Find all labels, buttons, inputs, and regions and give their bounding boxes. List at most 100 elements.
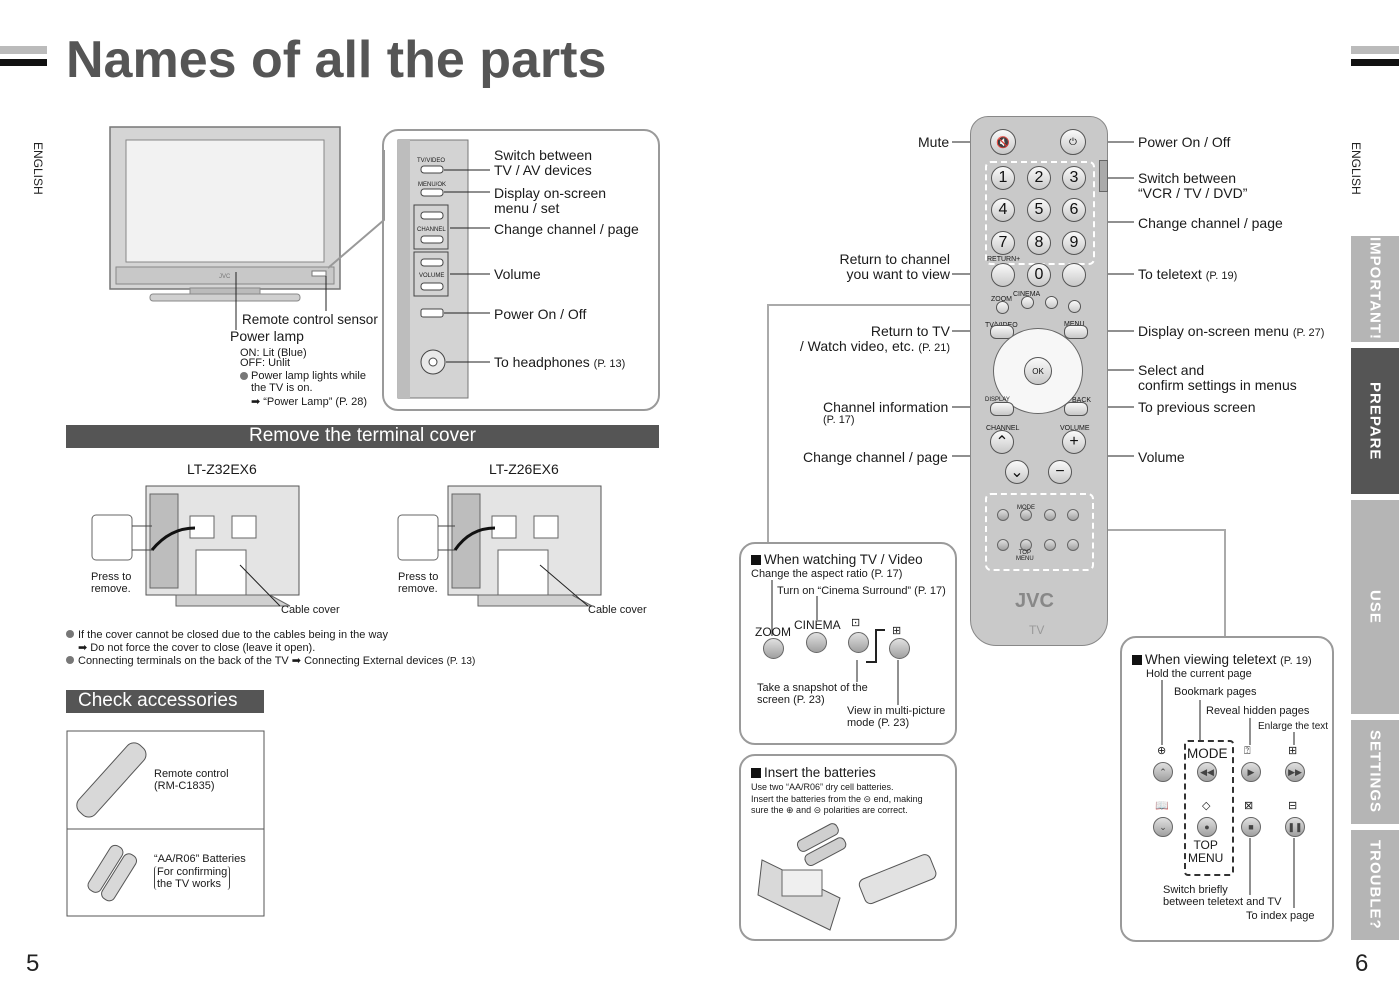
- teletext-cancel-button[interactable]: ■: [1241, 817, 1261, 837]
- pause-button[interactable]: [1067, 539, 1079, 551]
- page-title: Names of all the parts: [66, 31, 607, 89]
- label-teletext: To teletext (P. 19): [1138, 267, 1237, 284]
- watching-snapshot-button[interactable]: [848, 632, 869, 653]
- teletext-enlarge: Enlarge the text: [1258, 721, 1329, 732]
- bullet-icon: [66, 656, 74, 664]
- volume-key-label: VOLUME: [1060, 425, 1090, 432]
- red-button[interactable]: [997, 509, 1009, 521]
- accessories-heading-text: Check accessories: [78, 690, 238, 711]
- model-a-label: LT-Z32EX6: [187, 461, 257, 477]
- number-1-button[interactable]: 1: [991, 166, 1015, 190]
- menu-key-label: MENU: [1064, 317, 1085, 332]
- remote-side-switch[interactable]: [1099, 160, 1108, 192]
- page-number-left: 5: [26, 950, 40, 977]
- teletext-mode-label: MODE: [1187, 746, 1228, 761]
- number-0-button[interactable]: 0: [1027, 263, 1051, 287]
- headphones-ref: (P. 13): [593, 358, 626, 370]
- tab-use[interactable]: USE: [1351, 500, 1399, 714]
- number-6-button[interactable]: 6: [1062, 198, 1086, 222]
- watching-zoom-button[interactable]: [763, 638, 784, 659]
- teletext-heading: When viewing teletext (P. 19): [1132, 652, 1312, 667]
- zoom-button[interactable]: [996, 301, 1009, 314]
- channel-up-button[interactable]: ⌃: [990, 430, 1014, 454]
- label-previous: To previous screen: [1138, 399, 1256, 415]
- teletext-button[interactable]: [1062, 263, 1086, 287]
- side-headphones-label: To headphones (P. 13): [494, 355, 625, 372]
- volume-down-button[interactable]: −: [1048, 460, 1072, 484]
- power-lamp-ref: ➡ “Power Lamp” (P. 28): [251, 396, 367, 408]
- return-button[interactable]: [991, 263, 1015, 287]
- teletext-hold-button[interactable]: ⌃: [1153, 762, 1173, 782]
- teletext-subpage-button[interactable]: ❚❚: [1285, 817, 1305, 837]
- number-2-button[interactable]: 2: [1027, 166, 1051, 190]
- multi-picture-button[interactable]: [1068, 300, 1081, 313]
- blue-button[interactable]: [1067, 509, 1079, 521]
- label-change-channel-top: Change channel / page: [1138, 215, 1283, 231]
- tab-prepare[interactable]: PREPARE: [1351, 348, 1399, 494]
- watching-cinema-button[interactable]: [806, 632, 827, 653]
- display-button[interactable]: [990, 402, 1014, 416]
- model-b-label: LT-Z26EX6: [489, 461, 559, 477]
- teletext-index-button[interactable]: ⌄: [1153, 817, 1173, 837]
- teletext-top-menu-button[interactable]: ●: [1197, 817, 1217, 837]
- cinema-key-label: CINEMA: [1013, 291, 1041, 298]
- panel-label-channel: CHANNEL: [417, 227, 446, 233]
- yellow-button[interactable]: [1044, 509, 1056, 521]
- top-menu-button[interactable]: [1020, 539, 1032, 551]
- volume-up-button[interactable]: +: [1062, 430, 1086, 454]
- number-8-button[interactable]: 8: [1027, 231, 1051, 255]
- teletext-bookmark-button[interactable]: ◀◀: [1197, 762, 1217, 782]
- accessories-heading: Check accessories: [66, 690, 264, 713]
- number-4-button[interactable]: 4: [991, 198, 1015, 222]
- teletext-heading-ref: (P. 19): [1280, 655, 1312, 667]
- top-menu-icon: ◇: [1202, 800, 1211, 812]
- ok-button[interactable]: OK: [1024, 357, 1052, 385]
- left-corner-bar-black: [0, 59, 47, 66]
- panel-label-tvvideo: TV/VIDEO: [417, 158, 446, 164]
- teletext-enlarge-button[interactable]: ▶▶: [1285, 762, 1305, 782]
- terminal-note-2-text: Connecting terminals on the back of the …: [78, 655, 444, 667]
- remote-sensor-label: Remote control sensor: [242, 312, 378, 327]
- teletext-reveal-button[interactable]: ▶: [1241, 762, 1261, 782]
- cinema-button[interactable]: [1021, 296, 1034, 309]
- panel-label-menuok: MENU/OK: [418, 182, 447, 188]
- mute-button[interactable]: 🔇: [990, 129, 1016, 155]
- watching-multi-button[interactable]: [889, 638, 910, 659]
- label-select: Select and confirm settings in menus: [1138, 362, 1297, 393]
- remote-tv-label: TV: [1029, 623, 1045, 637]
- hold-icon: ⊕: [1157, 745, 1167, 757]
- channel-down-button[interactable]: ⌄: [1005, 460, 1029, 484]
- index-button[interactable]: [997, 539, 1009, 551]
- watching-multi-text: View in multi-picture mode (P. 23): [847, 705, 946, 729]
- number-5-button[interactable]: 5: [1027, 198, 1051, 222]
- stop-button[interactable]: [1044, 539, 1056, 551]
- label-channel-info: Channel information: [823, 399, 949, 415]
- return-label: RETURN+: [987, 256, 1021, 263]
- watching-snapshot-text: Take a snapshot of the screen (P. 23): [757, 682, 868, 706]
- watching-heading: When watching TV / Video: [751, 552, 923, 567]
- terminal-note-2: Connecting terminals on the back of the …: [78, 655, 475, 667]
- number-7-button[interactable]: 7: [991, 231, 1015, 255]
- back-button[interactable]: [1064, 402, 1088, 416]
- accessory-batteries: “AA/R06” Batteries: [154, 853, 246, 865]
- label-volume: Volume: [1138, 449, 1185, 465]
- terminal-heading-text: Remove the terminal cover: [248, 425, 477, 446]
- tab-important[interactable]: IMPORTANT!: [1351, 236, 1399, 342]
- number-3-button[interactable]: 3: [1062, 166, 1086, 190]
- number-9-button[interactable]: 9: [1062, 231, 1086, 255]
- side-switch-label: Switch between TV / AV devices: [494, 147, 593, 178]
- tvvideo-button[interactable]: [990, 325, 1014, 339]
- multi-picture-icon: ⊞: [892, 625, 902, 637]
- tv-brand: JVC: [219, 274, 231, 280]
- batteries-panel: [739, 754, 957, 941]
- snapshot-button[interactable]: [1045, 296, 1058, 309]
- tab-settings[interactable]: SETTINGS: [1351, 720, 1399, 824]
- menu-button[interactable]: [1064, 325, 1088, 339]
- power-button[interactable]: ⏻: [1060, 129, 1086, 155]
- power-lamp-note: Power lamp lights while the TV is on.: [251, 370, 366, 394]
- tab-trouble[interactable]: TROUBLE?: [1351, 830, 1399, 940]
- green-button[interactable]: [1020, 509, 1032, 521]
- teletext-heading-text: When viewing teletext: [1145, 652, 1277, 667]
- channel-key-label: CHANNEL: [986, 425, 1020, 432]
